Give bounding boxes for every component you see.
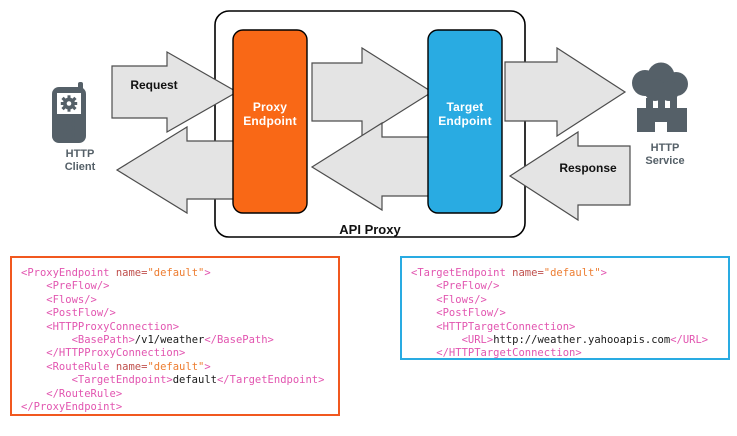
code-line: </ProxyEndpoint>	[21, 401, 123, 414]
mobile-phone-icon	[52, 82, 86, 143]
code-line: </HTTPProxyConnection>	[21, 347, 186, 360]
code-line: <HTTPProxyConnection>	[21, 320, 180, 333]
code-line: <PreFlow/>	[411, 280, 500, 293]
code-line: <Flows/>	[21, 293, 97, 306]
proxy-endpoint-label: Proxy Endpoint	[230, 100, 310, 128]
http-service-label-line2: Service	[645, 155, 685, 167]
code-line: <PostFlow/>	[21, 307, 116, 320]
api-proxy-label: API Proxy	[339, 222, 401, 237]
code-line: <TargetEndpoint>default</TargetEndpoint>	[21, 374, 325, 387]
service-to-target-arrow	[508, 130, 631, 222]
target-endpoint-label: Target Endpoint	[425, 100, 505, 128]
http-client-label: HTTP Client	[40, 148, 120, 174]
http-client-label-line2: Client	[64, 161, 96, 173]
code-line: <BasePath>/v1/weather</BasePath>	[21, 334, 274, 347]
code-line: </HTTPTargetConnection>	[411, 347, 582, 360]
code-line: <URL>http://weather.yahooapis.com</URL>	[411, 334, 709, 347]
target-to-proxy-arrow	[310, 121, 433, 212]
proxy-to-target-arrow	[311, 46, 434, 138]
http-service-label: HTTP Service	[620, 142, 710, 168]
http-service-label-line1: HTTP	[650, 142, 680, 154]
response-arrow-label: Response	[559, 161, 617, 175]
proxy-endpoint-label-line1: Proxy	[252, 100, 288, 114]
target-endpoint-code-block: <TargetEndpoint name="default"> <PreFlow…	[400, 256, 730, 360]
code-line: <PostFlow/>	[411, 307, 506, 320]
request-arrow-label: Request	[130, 78, 178, 92]
code-line: <PreFlow/>	[21, 280, 110, 293]
proxy-endpoint-code-block: <ProxyEndpoint name="default"> <PreFlow/…	[10, 256, 340, 416]
code-line: <ProxyEndpoint name="default">	[21, 267, 211, 279]
proxy-endpoint-box[interactable]	[232, 29, 308, 214]
proxy-to-client-arrow	[115, 125, 238, 215]
code-line: <Flows/>	[411, 293, 487, 306]
target-to-service-arrow	[504, 46, 627, 138]
proxy-endpoint-label-line2: Endpoint	[243, 114, 297, 128]
target-endpoint-box[interactable]	[427, 29, 503, 214]
api-proxy-diagram: .arw{fill:#E4E4E4;stroke:#4d4d4d;stroke-…	[52, 10, 688, 238]
factory-cloud-icon	[632, 62, 688, 132]
target-endpoint-label-line1: Target	[446, 100, 484, 114]
code-line: </RouteRule>	[21, 387, 123, 400]
code-line: <HTTPTargetConnection>	[411, 320, 576, 333]
code-line: <TargetEndpoint name="default">	[411, 267, 607, 279]
request-arrow	[111, 50, 239, 134]
http-client-label-line1: HTTP	[65, 148, 95, 160]
code-line: <RouteRule name="default">	[21, 360, 211, 373]
target-endpoint-label-line2: Endpoint	[438, 114, 492, 128]
